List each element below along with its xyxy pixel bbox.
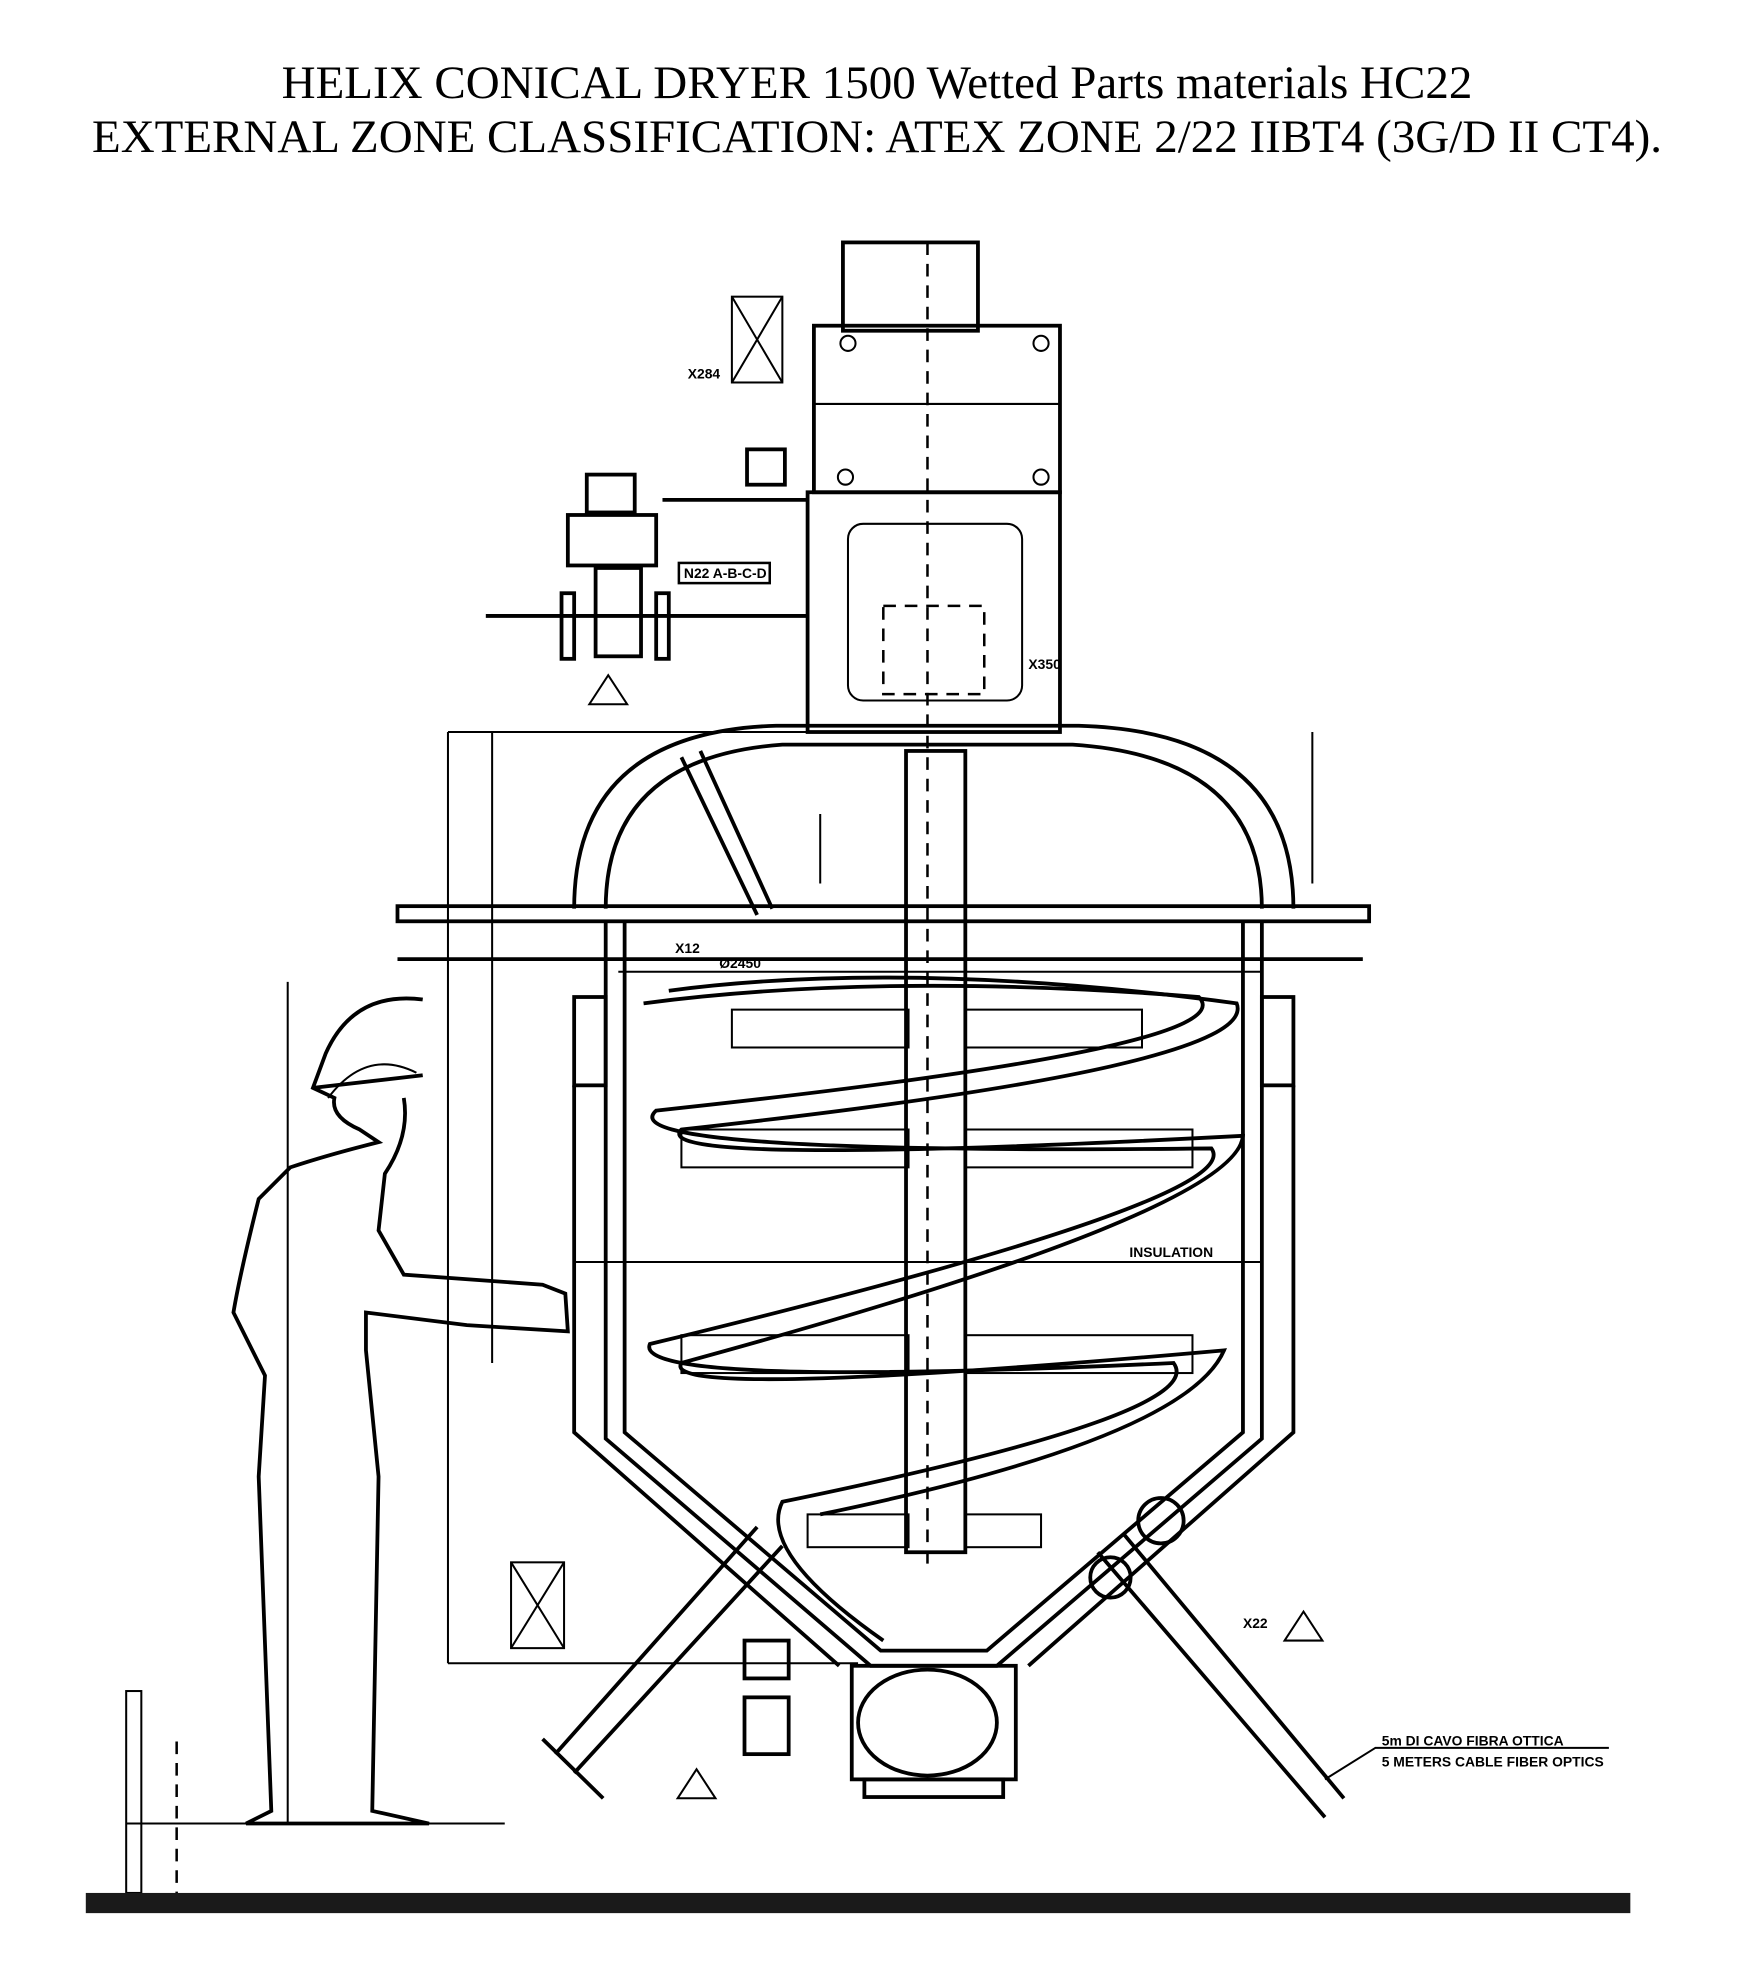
zone-classification: EXTERNAL ZONE CLASSIFICATION: ATEX ZONE … (91, 111, 1662, 163)
tag-nozzle-group: N22 A-B-C-D (684, 565, 767, 581)
diagonal-nozzles (541, 750, 1609, 1819)
ground-line (85, 1892, 1631, 1914)
warning-triangles (587, 673, 1325, 1800)
side-post (125, 1690, 505, 1894)
tag-x350: X350 (1028, 656, 1061, 672)
cable-note-english: 5 METERS CABLE FIBER OPTICS (1382, 1754, 1604, 1770)
tag-x12: X12 (675, 940, 700, 956)
tag-x284: X284 (688, 366, 721, 382)
tag-x22: X22 (1243, 1615, 1268, 1631)
dimension-lines (286, 731, 1314, 1824)
cable-note-italian: 5m DI CAVO FIBRA OTTICA (1382, 1732, 1564, 1748)
top-valve-assembly (485, 472, 808, 661)
lifting-lug-box (730, 295, 784, 384)
drawing-title: HELIX CONICAL DRYER 1500 Wetted Parts ma… (281, 57, 1473, 109)
operator-figure (231, 996, 570, 1826)
drive-assembly (745, 240, 1062, 1565)
vessel (395, 723, 1372, 1668)
insulation-label: INSULATION (1129, 1244, 1213, 1260)
diameter-label: Ø2450 (719, 955, 761, 971)
helix-agitator (643, 975, 1246, 1643)
bottom-outlet-valve (849, 1663, 1018, 1799)
